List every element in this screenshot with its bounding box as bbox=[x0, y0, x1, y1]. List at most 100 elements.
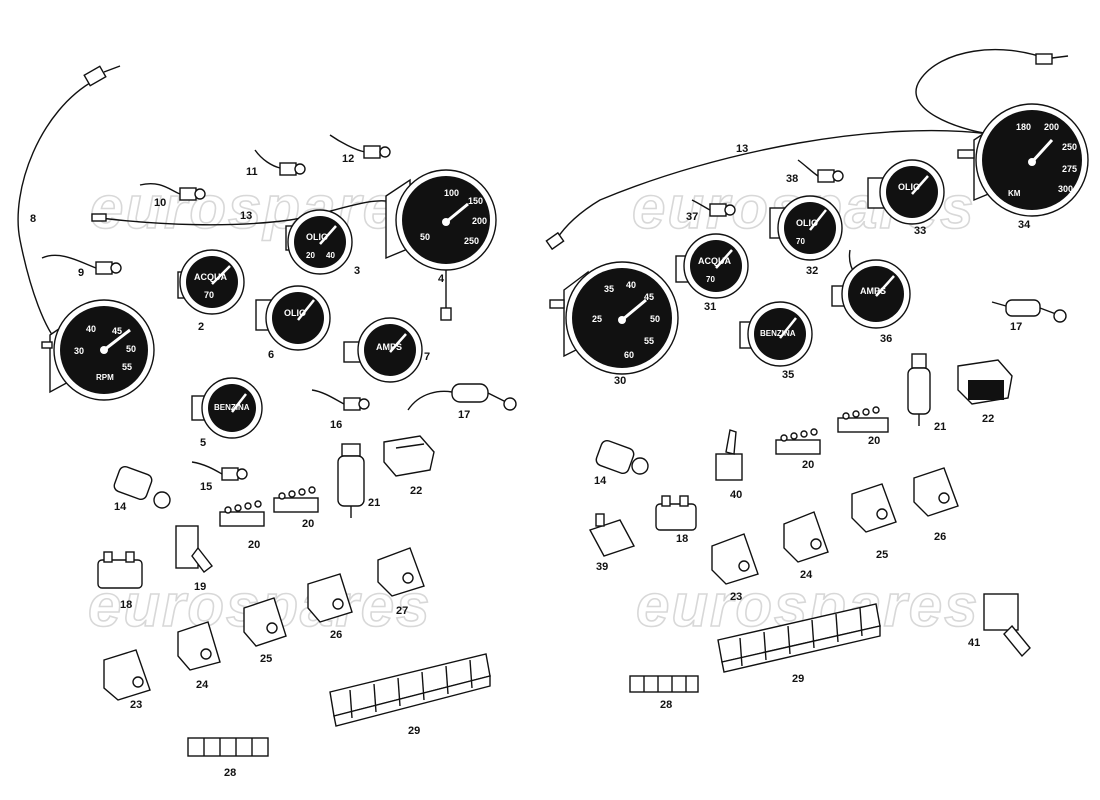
svg-text:100: 100 bbox=[444, 188, 459, 198]
svg-text:70: 70 bbox=[204, 290, 214, 300]
fuse-box bbox=[329, 653, 491, 727]
ammeter: AMPS bbox=[831, 249, 911, 329]
fuse-holder bbox=[783, 511, 829, 563]
ignition-switch bbox=[113, 465, 171, 509]
callout: 40 bbox=[730, 489, 742, 501]
callout: 19 bbox=[194, 581, 206, 593]
fuse-holder bbox=[177, 621, 221, 671]
water-temperature-gauge: ACQUA 70 bbox=[675, 233, 749, 299]
callout: 30 bbox=[614, 375, 626, 387]
toggle-switch bbox=[715, 429, 743, 481]
callout: 9 bbox=[78, 267, 84, 279]
svg-text:55: 55 bbox=[122, 362, 132, 372]
terminal-block bbox=[837, 406, 889, 433]
dial-label: ACQUA bbox=[698, 256, 731, 266]
svg-text:40: 40 bbox=[626, 280, 636, 290]
left-callouts: 8 9 11 12 10 13 4 3 2 6 7 5 16 17 14 15 … bbox=[30, 153, 470, 779]
rocker-switch bbox=[97, 551, 143, 589]
callout: 26 bbox=[330, 629, 342, 641]
bulb-holder bbox=[329, 134, 391, 159]
callout: 29 bbox=[792, 673, 804, 685]
callout: 10 bbox=[154, 197, 166, 209]
callout: 8 bbox=[30, 213, 36, 225]
svg-text:45: 45 bbox=[112, 326, 122, 336]
svg-text:40: 40 bbox=[86, 324, 96, 334]
svg-text:300: 300 bbox=[1058, 184, 1073, 194]
callout: 17 bbox=[458, 409, 470, 421]
relay bbox=[337, 443, 365, 518]
svg-text:45: 45 bbox=[644, 292, 654, 302]
svg-text:275: 275 bbox=[1062, 164, 1077, 174]
dial-label: BENZINA bbox=[760, 329, 796, 338]
speedometer-cable bbox=[545, 48, 1069, 251]
callout: 20 bbox=[868, 435, 880, 447]
ignition-switch bbox=[595, 439, 649, 475]
callout: 34 bbox=[1018, 219, 1031, 231]
terminal-block bbox=[219, 500, 265, 527]
dial-label: OLIO bbox=[898, 182, 920, 192]
callout: 28 bbox=[224, 767, 236, 779]
callout: 18 bbox=[120, 599, 132, 611]
callout: 5 bbox=[200, 437, 206, 449]
callout: 4 bbox=[438, 273, 445, 285]
callout: 39 bbox=[596, 561, 608, 573]
callout: 12 bbox=[342, 153, 354, 165]
callout: 11 bbox=[246, 166, 258, 178]
fuse-box bbox=[717, 603, 881, 673]
wiring-cable bbox=[91, 200, 393, 226]
dial-label: OLIO bbox=[796, 218, 818, 228]
bulb-holder bbox=[254, 149, 306, 176]
fuse-holder bbox=[103, 649, 151, 701]
rev-counter-cable bbox=[17, 65, 121, 346]
bulb-holder bbox=[191, 461, 248, 481]
svg-text:200: 200 bbox=[1044, 122, 1059, 132]
callout: 24 bbox=[196, 679, 209, 691]
dial-label: OLIO bbox=[306, 232, 328, 242]
dial-label: KM bbox=[1008, 189, 1021, 198]
callout: 23 bbox=[730, 591, 742, 603]
callout: 29 bbox=[408, 725, 420, 737]
oil-pressure-gauge: OLIO bbox=[867, 159, 945, 225]
svg-text:200: 200 bbox=[472, 216, 487, 226]
callout: 20 bbox=[802, 459, 814, 471]
callout: 13 bbox=[240, 210, 252, 222]
svg-text:50: 50 bbox=[650, 314, 660, 324]
svg-text:50: 50 bbox=[126, 344, 136, 354]
fuse-holder bbox=[243, 597, 287, 647]
toggle-switch bbox=[983, 593, 1031, 658]
callout: 36 bbox=[880, 333, 892, 345]
water-temperature-gauge: ACQUA 70 bbox=[177, 249, 245, 315]
fuel-gauge: BENZINA bbox=[739, 301, 813, 367]
callout: 2 bbox=[198, 321, 204, 333]
svg-text:70: 70 bbox=[796, 237, 805, 246]
callout: 31 bbox=[704, 301, 716, 313]
svg-text:40: 40 bbox=[326, 251, 335, 260]
rev-counter-gauge: 40 45 50 30 55 RPM bbox=[41, 299, 155, 401]
ammeter: AMPS bbox=[343, 317, 423, 383]
bulb-holder bbox=[691, 199, 736, 217]
callout: 20 bbox=[248, 539, 260, 551]
dial-label: OLIO bbox=[284, 308, 306, 318]
fuse-holder bbox=[913, 467, 959, 517]
pull-switch bbox=[991, 299, 1067, 323]
terminal-block bbox=[775, 428, 821, 455]
bulb-holder bbox=[139, 183, 206, 201]
svg-text:60: 60 bbox=[624, 350, 634, 360]
rocker-switch bbox=[588, 513, 636, 557]
rev-counter-gauge: 35 40 45 50 55 60 25 bbox=[549, 261, 679, 375]
callout: 24 bbox=[800, 569, 813, 581]
svg-text:55: 55 bbox=[644, 336, 654, 346]
dial-label: ACQUA bbox=[194, 272, 227, 282]
svg-text:70: 70 bbox=[706, 275, 715, 284]
callout: 38 bbox=[786, 173, 798, 185]
callout: 6 bbox=[268, 349, 274, 361]
callout: 17 bbox=[1010, 321, 1022, 333]
svg-text:35: 35 bbox=[604, 284, 614, 294]
bulb-holder bbox=[311, 389, 370, 411]
callout: 16 bbox=[330, 419, 342, 431]
callout: 20 bbox=[302, 518, 314, 530]
svg-text:180: 180 bbox=[1016, 122, 1031, 132]
callout: 32 bbox=[806, 265, 818, 277]
dial-label: BENZINA bbox=[214, 403, 250, 412]
